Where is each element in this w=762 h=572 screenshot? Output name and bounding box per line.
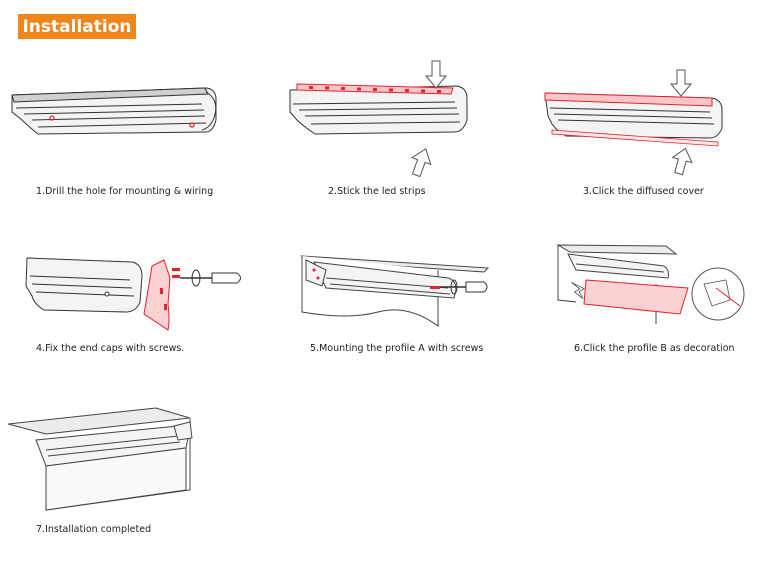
screwdriver-icon bbox=[211, 272, 241, 284]
step-2-caption: 2.Stick the led strips bbox=[328, 186, 426, 197]
step-1-illustration bbox=[10, 80, 220, 150]
profile-b bbox=[583, 279, 689, 315]
diffused-cover bbox=[544, 92, 713, 107]
arrow-up-icon bbox=[410, 148, 432, 178]
arrow-down-icon bbox=[669, 69, 693, 97]
detail-zoom-circle bbox=[691, 267, 745, 321]
drill-hole-marker bbox=[189, 122, 195, 128]
step-2-illustration bbox=[285, 58, 475, 178]
section-title: Installation bbox=[22, 16, 132, 37]
step-6-illustration bbox=[556, 240, 746, 325]
step-5-illustration bbox=[298, 250, 498, 335]
step-5-caption: 5.Mounting the profile A with screws bbox=[310, 343, 484, 354]
step-3-caption: 3.Click the diffused cover bbox=[583, 186, 704, 197]
screwdriver-icon bbox=[465, 281, 488, 293]
step-1-caption: 1.Drill the hole for mounting & wiring bbox=[36, 186, 214, 197]
step-4-caption: 4.Fix the end caps with screws. bbox=[36, 343, 185, 354]
drill-hole-marker bbox=[49, 115, 55, 121]
step-6-caption: 6.Click the profile B as decoration bbox=[574, 343, 735, 354]
section-header-installation: Installation bbox=[18, 14, 136, 39]
step-3-illustration bbox=[540, 68, 730, 178]
arrow-up-icon bbox=[671, 147, 693, 176]
step-4-illustration bbox=[12, 248, 252, 338]
step-7-illustration bbox=[6, 404, 196, 519]
arrow-up-icon bbox=[571, 281, 586, 299]
arrow-down-icon bbox=[424, 60, 448, 89]
end-cap bbox=[143, 259, 171, 331]
step-7-caption: 7.Installation completed bbox=[36, 524, 152, 535]
